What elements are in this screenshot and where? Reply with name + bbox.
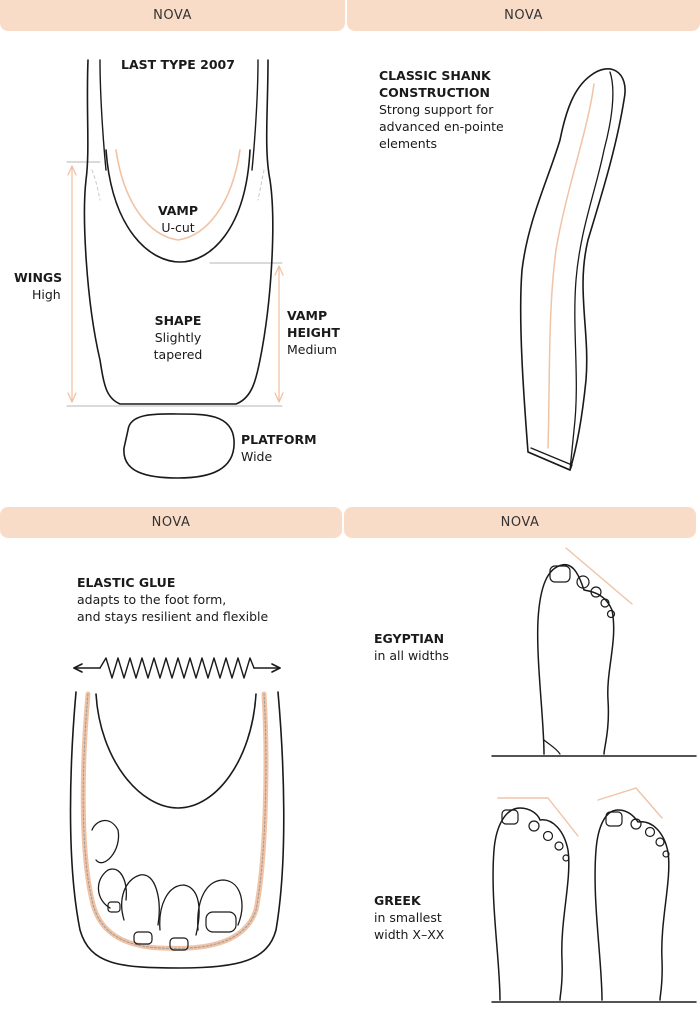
shank-desc-line3: elements — [379, 136, 438, 151]
elastic-glue-desc-line2: and stays resilient and flexible — [77, 609, 269, 624]
egyptian-foot — [491, 547, 697, 757]
banner-label: NOVA — [153, 8, 192, 23]
banner-label: NOVA — [151, 515, 191, 530]
elastic-glue-diagram — [69, 657, 285, 969]
banner-top-left: NOVA — [0, 0, 345, 31]
vamp-height-title-line1: VAMP — [287, 308, 328, 323]
greek-value-line2: width X–XX — [374, 927, 445, 942]
banner-top-right: NOVA — [347, 0, 700, 31]
elastic-glue-label: ELASTIC GLUE adapts to the foot form, an… — [77, 574, 317, 625]
vamp-height-label: VAMP HEIGHT Medium — [287, 307, 347, 358]
greek-value-line1: in smallest — [374, 910, 442, 925]
vamp-height-value: Medium — [287, 342, 337, 357]
vamp-value: U-cut — [161, 220, 195, 235]
shape-label: SHAPE Slightly tapered — [128, 312, 228, 363]
shank-title-line2: CONSTRUCTION — [379, 85, 491, 100]
egyptian-value: in all widths — [374, 648, 449, 663]
wings-label: WINGS High — [14, 269, 74, 303]
shoe-top-view — [66, 59, 284, 479]
banner-bottom-left: NOVA — [0, 507, 342, 538]
banner-label: NOVA — [504, 8, 543, 23]
vamp-height-title-line2: HEIGHT — [287, 325, 340, 340]
vamp-label: VAMP U-cut — [128, 202, 228, 236]
wings-value: High — [32, 287, 61, 302]
shank-title-line1: CLASSIC SHANK — [379, 68, 491, 83]
platform-value: Wide — [241, 449, 273, 464]
egyptian-label: EGYPTIAN in all widths — [374, 630, 484, 664]
greek-feet — [491, 787, 697, 1003]
wings-title: WINGS — [14, 270, 63, 285]
shank-label: CLASSIC SHANK CONSTRUCTION Strong suppor… — [379, 67, 529, 152]
banner-label: NOVA — [500, 515, 540, 530]
shank-desc-line2: advanced en-pointe — [379, 119, 504, 134]
shape-value-line2: tapered — [153, 347, 203, 362]
last-type-title: LAST TYPE 2007 — [121, 57, 235, 72]
egyptian-title: EGYPTIAN — [374, 631, 445, 646]
greek-title: GREEK — [374, 893, 421, 908]
platform-title: PLATFORM — [241, 432, 317, 447]
last-type-label: LAST TYPE 2007 — [110, 56, 246, 73]
shape-title: SHAPE — [154, 313, 202, 328]
vamp-title: VAMP — [157, 203, 199, 218]
elastic-glue-title: ELASTIC GLUE — [77, 575, 176, 590]
greek-label: GREEK in smallest width X–XX — [374, 892, 484, 943]
platform-label: PLATFORM Wide — [241, 431, 331, 465]
shape-value-line1: Slightly — [154, 330, 202, 345]
elastic-glue-desc-line1: adapts to the foot form, — [77, 592, 227, 607]
shank-desc-line1: Strong support for — [379, 102, 494, 117]
shank-side-view — [519, 68, 626, 471]
banner-bottom-right: NOVA — [344, 507, 696, 538]
